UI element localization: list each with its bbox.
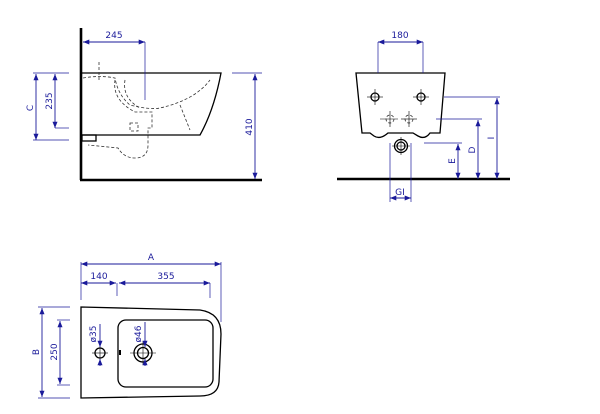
inner-hidden-line — [124, 79, 191, 131]
bidet-front-outline — [355, 72, 446, 139]
crosshair-icon — [367, 89, 383, 105]
dim-label-i: I — [487, 137, 497, 140]
dim-label-180: 180 — [391, 31, 408, 41]
dim-label-a: A — [148, 253, 155, 263]
trap-hidden-line — [87, 79, 153, 159]
tap-hole-icon — [92, 345, 108, 361]
valve-hidden — [129, 122, 139, 132]
dim-label-355: 355 — [157, 272, 174, 282]
dim-label-410: 410 — [245, 118, 255, 135]
overflow-slot — [119, 350, 121, 355]
bidet-top-outline — [80, 306, 222, 399]
dim-label-46: ø46 — [134, 325, 144, 342]
dim-label-d: D — [468, 146, 478, 153]
dim-label-e: E — [448, 158, 458, 164]
top-view: ø35 ø46 A 140 355 B 250 — [32, 253, 222, 399]
crosshair-icon-group — [367, 89, 429, 155]
dim-label-245: 245 — [105, 31, 122, 41]
waste-crosshair-icon — [392, 137, 410, 155]
dim-label-235: 235 — [45, 92, 55, 109]
basin-outline — [117, 319, 214, 388]
bidet-side-outline — [81, 72, 222, 136]
crosshair-icon — [413, 89, 429, 105]
front-view: 180 I D E GI — [337, 31, 510, 202]
dim-label-c: C — [26, 105, 36, 111]
dim-label-35: ø35 — [89, 326, 99, 343]
dim-label-b: B — [32, 349, 42, 355]
pipe-connector — [81, 134, 97, 142]
side-view: 245 C 235 410 — [26, 28, 262, 182]
dim-label-g: GI — [395, 188, 405, 198]
bowl-hidden-line — [82, 76, 211, 109]
crosshair-icon — [380, 111, 398, 127]
dim-label-250: 250 — [50, 343, 60, 360]
waste-hole-icon — [130, 341, 156, 365]
crosshair-icon — [401, 111, 417, 127]
dim-label-140: 140 — [90, 272, 107, 282]
